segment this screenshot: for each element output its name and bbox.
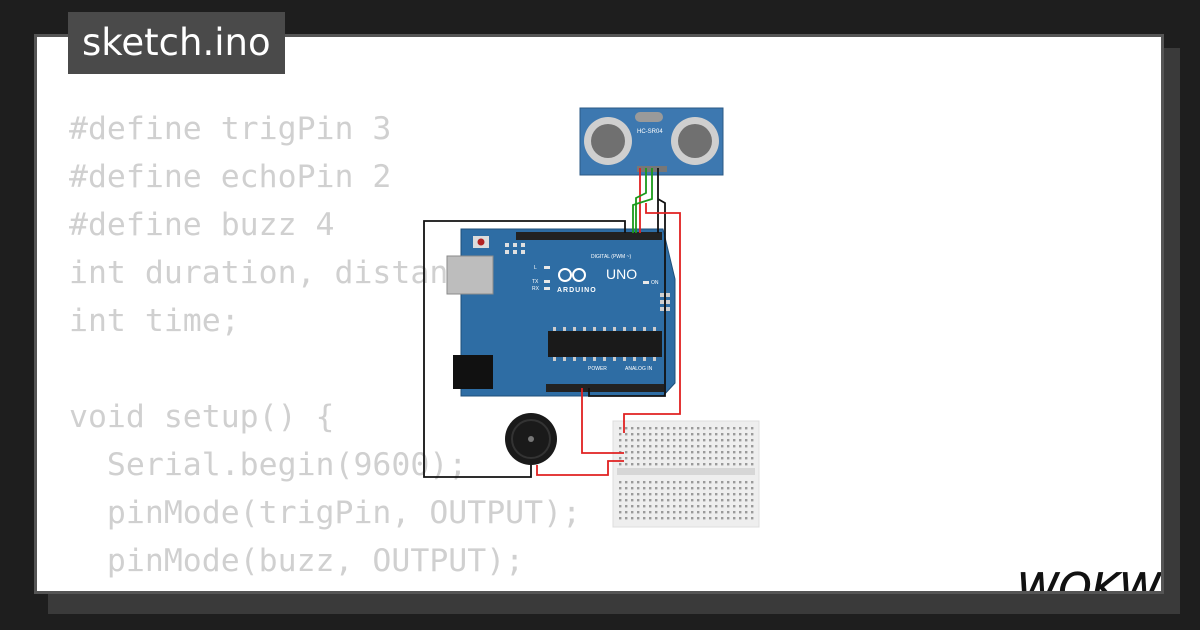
code-line: pinMode(trigPin, OUTPUT); [69, 495, 582, 531]
usb-port [446, 255, 494, 295]
power-jack [453, 355, 493, 389]
code-line: pinMode(buzz, OUTPUT); [69, 543, 525, 579]
power-label: POWER [588, 366, 607, 372]
reset-button-icon [477, 238, 485, 246]
board-name: UNO [606, 266, 637, 282]
file-tab[interactable]: sketch.ino [68, 12, 285, 74]
hc-sr04-sensor: HC-SR04 [579, 107, 724, 176]
code-line: #define trigPin 3 [69, 111, 392, 147]
code-line: #define echoPin 2 [69, 159, 392, 195]
analog-label: ANALOG IN [625, 366, 653, 372]
arduino-logo-icon [558, 268, 586, 282]
sensor-label: HC-SR04 [637, 129, 663, 135]
code-preview: #define trigPin 3 #define echoPin 2 #defin… [69, 105, 582, 591]
buzzer [505, 413, 557, 465]
code-line: int time; [69, 303, 240, 339]
on-label: ON [651, 280, 659, 286]
power-analog-header [546, 384, 664, 392]
code-line: Serial.begin(9600); [69, 447, 468, 483]
preview-card: #define trigPin 3 #define echoPin 2 #defin… [34, 34, 1164, 594]
board-brand: ARDUINO [557, 287, 597, 294]
wires [423, 168, 681, 478]
breadboard [612, 420, 760, 528]
arduino-uno-board: UNO ARDUINO DIGITAL (PWM ~) ANALOG IN PO… [446, 228, 676, 397]
file-tab-label: sketch.ino [82, 21, 271, 64]
circuit-diagram: UNO ARDUINO DIGITAL (PWM ~) ANALOG IN PO… [423, 107, 760, 528]
digital-label: DIGITAL (PWM ~) [591, 254, 631, 260]
rx-led-label: RX [532, 286, 540, 292]
crystal [635, 112, 663, 122]
tx-led-label: TX [532, 279, 539, 285]
atmega-chip [548, 331, 662, 357]
digital-header [516, 232, 662, 240]
l-led-label: L [534, 265, 537, 271]
code-line: void setup() { [69, 399, 335, 435]
code-line: #define buzz 4 [69, 207, 335, 243]
wokwi-logo: WOKWi [1015, 563, 1164, 594]
wokwi-logo-text: WOKWi [1017, 564, 1164, 594]
